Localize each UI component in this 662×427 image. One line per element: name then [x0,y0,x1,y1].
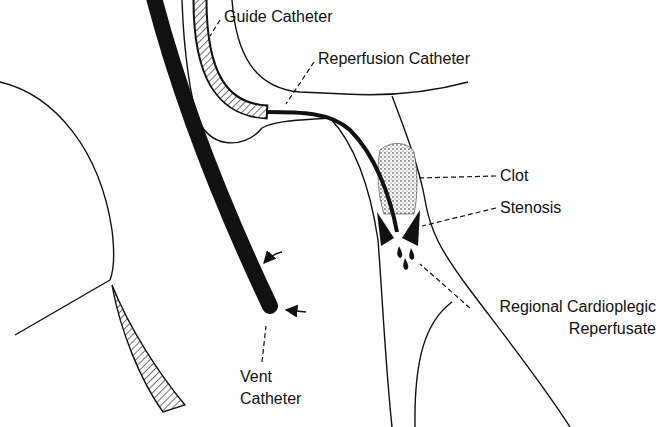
artery-wall [392,96,570,427]
leader-line [286,62,314,104]
part-label: Vent Catheter [240,366,330,410]
part-label: Stenosis [500,197,561,219]
leader-line [262,326,266,362]
valve-annulus [15,280,110,335]
flow-arrow [264,252,282,263]
valve-leaflet [112,285,185,412]
leader-line [420,264,470,308]
part-label: Reperfusion Catheter [318,48,470,70]
reperfusate-droplets [397,246,414,270]
leader-line [422,208,496,226]
artery-branch-wall [415,302,452,427]
part-label: Regional Cardioplegic Reperfusate [474,296,656,340]
leader-line [210,20,220,36]
reperfusion-catheter [266,112,397,232]
part-label: Guide Catheter [224,6,333,28]
stenosis [377,212,394,246]
vent-catheter [152,0,270,306]
leader-line [418,176,496,178]
aortic-wall [0,82,114,280]
clot [378,143,417,214]
part-label: Clot [500,165,528,187]
stenosis [402,210,420,246]
flow-arrow [286,310,306,312]
